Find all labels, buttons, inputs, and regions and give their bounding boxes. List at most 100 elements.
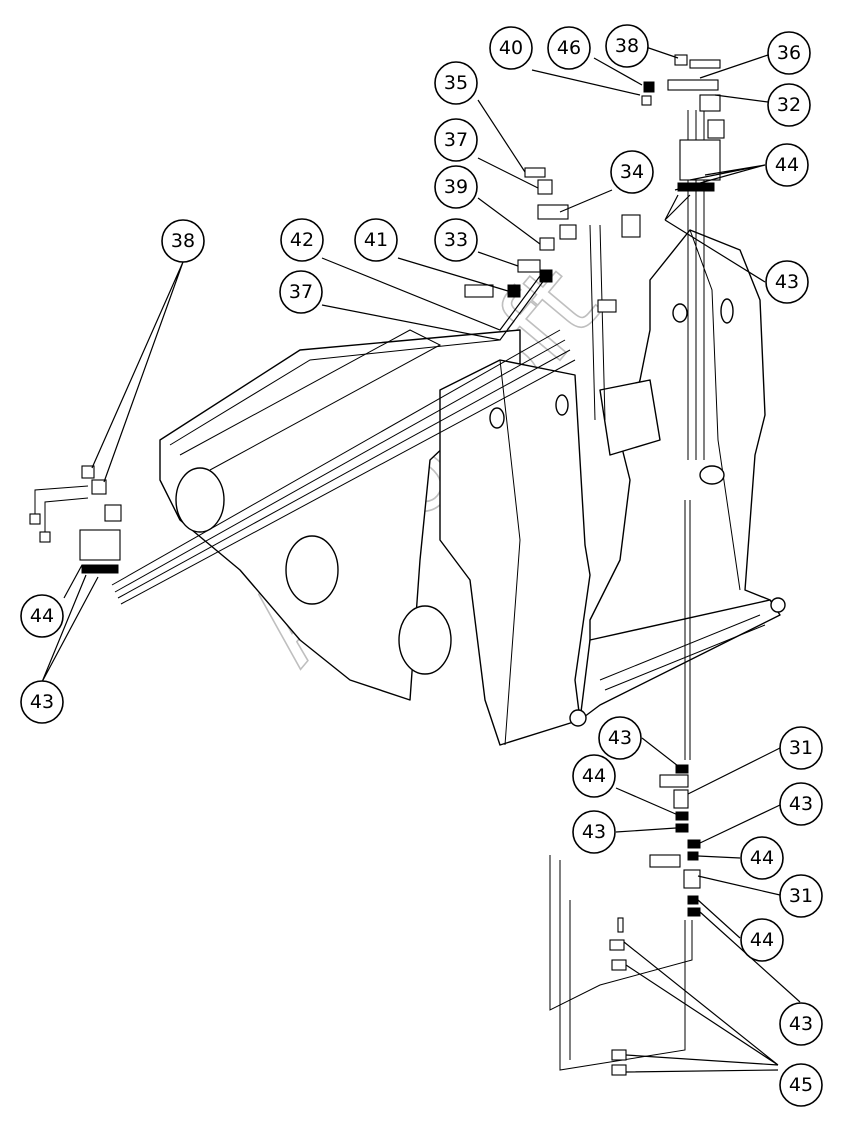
fitting-43-low-2 bbox=[675, 823, 689, 833]
fitting-44-low-3 bbox=[687, 895, 699, 905]
callout-40: 40 bbox=[489, 26, 533, 70]
callout-label-44-top: 44 bbox=[775, 154, 799, 176]
tower-hole bbox=[489, 407, 505, 429]
leader-40 bbox=[531, 69, 641, 96]
callout-label-31-b: 31 bbox=[789, 885, 813, 907]
leader-44-low-1 bbox=[615, 787, 679, 816]
callout-label-36: 36 bbox=[777, 42, 801, 64]
fitting-43-stack bbox=[677, 182, 715, 192]
frame-lug-right bbox=[770, 597, 786, 613]
callout-label-44-low-3: 44 bbox=[750, 929, 774, 951]
frame-left-side bbox=[159, 329, 521, 701]
fitting-38-left-4 bbox=[39, 531, 51, 543]
callout-label-39: 39 bbox=[444, 176, 468, 198]
right-tower-hole bbox=[672, 303, 688, 323]
swivel-joint bbox=[699, 465, 725, 485]
fitting-44-left bbox=[79, 529, 121, 561]
frame-lug-left bbox=[569, 709, 587, 727]
leader-44-left bbox=[63, 564, 83, 599]
callout-43-low-1: 43 bbox=[598, 716, 642, 760]
callout-41: 41 bbox=[354, 218, 398, 262]
clip-45-c bbox=[611, 1049, 627, 1061]
fitting-43-low-1 bbox=[675, 764, 689, 774]
callout-43-low-4: 43 bbox=[779, 1002, 823, 1046]
hose-top-1 bbox=[589, 224, 596, 421]
callout-label-37-top: 37 bbox=[444, 129, 468, 151]
fitting-37-low bbox=[539, 269, 553, 283]
frame-hole-1 bbox=[175, 467, 225, 533]
top-right-fittings bbox=[641, 54, 725, 192]
bolt-45 bbox=[617, 917, 624, 933]
callout-36: 36 bbox=[767, 31, 811, 75]
fitting-44-low-1 bbox=[675, 811, 689, 821]
fitting-33 bbox=[517, 259, 541, 273]
fitting-46 bbox=[643, 81, 655, 93]
callout-46: 46 bbox=[547, 26, 591, 70]
tower-hole-2 bbox=[555, 394, 569, 416]
clip-45-a bbox=[609, 939, 625, 951]
leader-44-low-3 bbox=[697, 899, 741, 939]
leader-43-left bbox=[41, 574, 99, 683]
fitting-31-a bbox=[659, 774, 689, 788]
fitting-32 bbox=[699, 94, 721, 112]
fitting-elbow-lower bbox=[597, 299, 617, 313]
leader-43-low-3 bbox=[699, 804, 781, 844]
leader-34 bbox=[559, 189, 613, 213]
callout-38-left: 38 bbox=[161, 219, 205, 263]
clip-45-b bbox=[611, 959, 627, 971]
callout-43-top: 43 bbox=[765, 260, 809, 304]
callout-label-35: 35 bbox=[444, 72, 468, 94]
callout-label-44-low-1: 44 bbox=[582, 765, 606, 787]
callout-31-b: 31 bbox=[779, 874, 823, 918]
right-tower-face bbox=[689, 229, 741, 591]
callout-label-38-left: 38 bbox=[171, 230, 195, 252]
callout-37-low: 37 bbox=[279, 270, 323, 314]
callout-32: 32 bbox=[767, 83, 811, 127]
frame-center-tower bbox=[439, 359, 591, 746]
fitting-34 bbox=[537, 204, 569, 220]
fitting-38-left bbox=[81, 465, 95, 479]
callout-39: 39 bbox=[434, 165, 478, 209]
callout-43-low-2: 43 bbox=[572, 810, 616, 854]
callout-label-32: 32 bbox=[777, 94, 801, 116]
leader-42 bbox=[321, 257, 541, 331]
leader-37-low bbox=[321, 271, 551, 341]
callout-label-45: 45 bbox=[789, 1074, 813, 1096]
callout-label-43-low-1: 43 bbox=[608, 727, 632, 749]
fitting-31-b-body bbox=[683, 869, 701, 889]
callout-31-a: 31 bbox=[779, 726, 823, 770]
leader-43-top bbox=[664, 194, 766, 283]
callout-37-top: 37 bbox=[434, 118, 478, 162]
callout-label-44-left: 44 bbox=[30, 605, 54, 627]
callout-label-42: 42 bbox=[290, 229, 314, 251]
leader-lines bbox=[41, 44, 801, 1073]
fitting-39 bbox=[539, 237, 555, 251]
callout-35: 35 bbox=[434, 61, 478, 105]
callout-label-31-a: 31 bbox=[789, 737, 813, 759]
callout-44-low-2: 44 bbox=[740, 836, 784, 880]
leader-31-a bbox=[687, 747, 781, 795]
callout-43-left: 43 bbox=[20, 680, 64, 724]
callout-label-46: 46 bbox=[557, 37, 581, 59]
clip-45-d bbox=[611, 1064, 627, 1076]
fitting-38-left-bracket bbox=[34, 485, 89, 535]
fitting-31-b bbox=[649, 854, 681, 868]
leader-33 bbox=[477, 251, 519, 267]
hose-left-1 bbox=[111, 329, 561, 586]
hose-left-2 bbox=[114, 339, 566, 593]
fitting-42 bbox=[507, 284, 521, 298]
fitting-tee bbox=[689, 59, 721, 69]
fitting-elbow-34 bbox=[559, 224, 577, 240]
fitting-40 bbox=[641, 95, 652, 106]
leader-44-low-2 bbox=[697, 855, 741, 859]
leader-44-top bbox=[674, 164, 766, 191]
hose-lower-vertical bbox=[684, 500, 691, 760]
hose-left-4 bbox=[120, 359, 576, 605]
frame-hole-2 bbox=[285, 535, 339, 605]
fitting-31-a-body bbox=[673, 789, 689, 809]
callout-label-40: 40 bbox=[499, 37, 523, 59]
leader-43-low-2 bbox=[615, 827, 677, 833]
fitting-side bbox=[707, 119, 725, 139]
fitting-38-left-2 bbox=[91, 479, 107, 495]
